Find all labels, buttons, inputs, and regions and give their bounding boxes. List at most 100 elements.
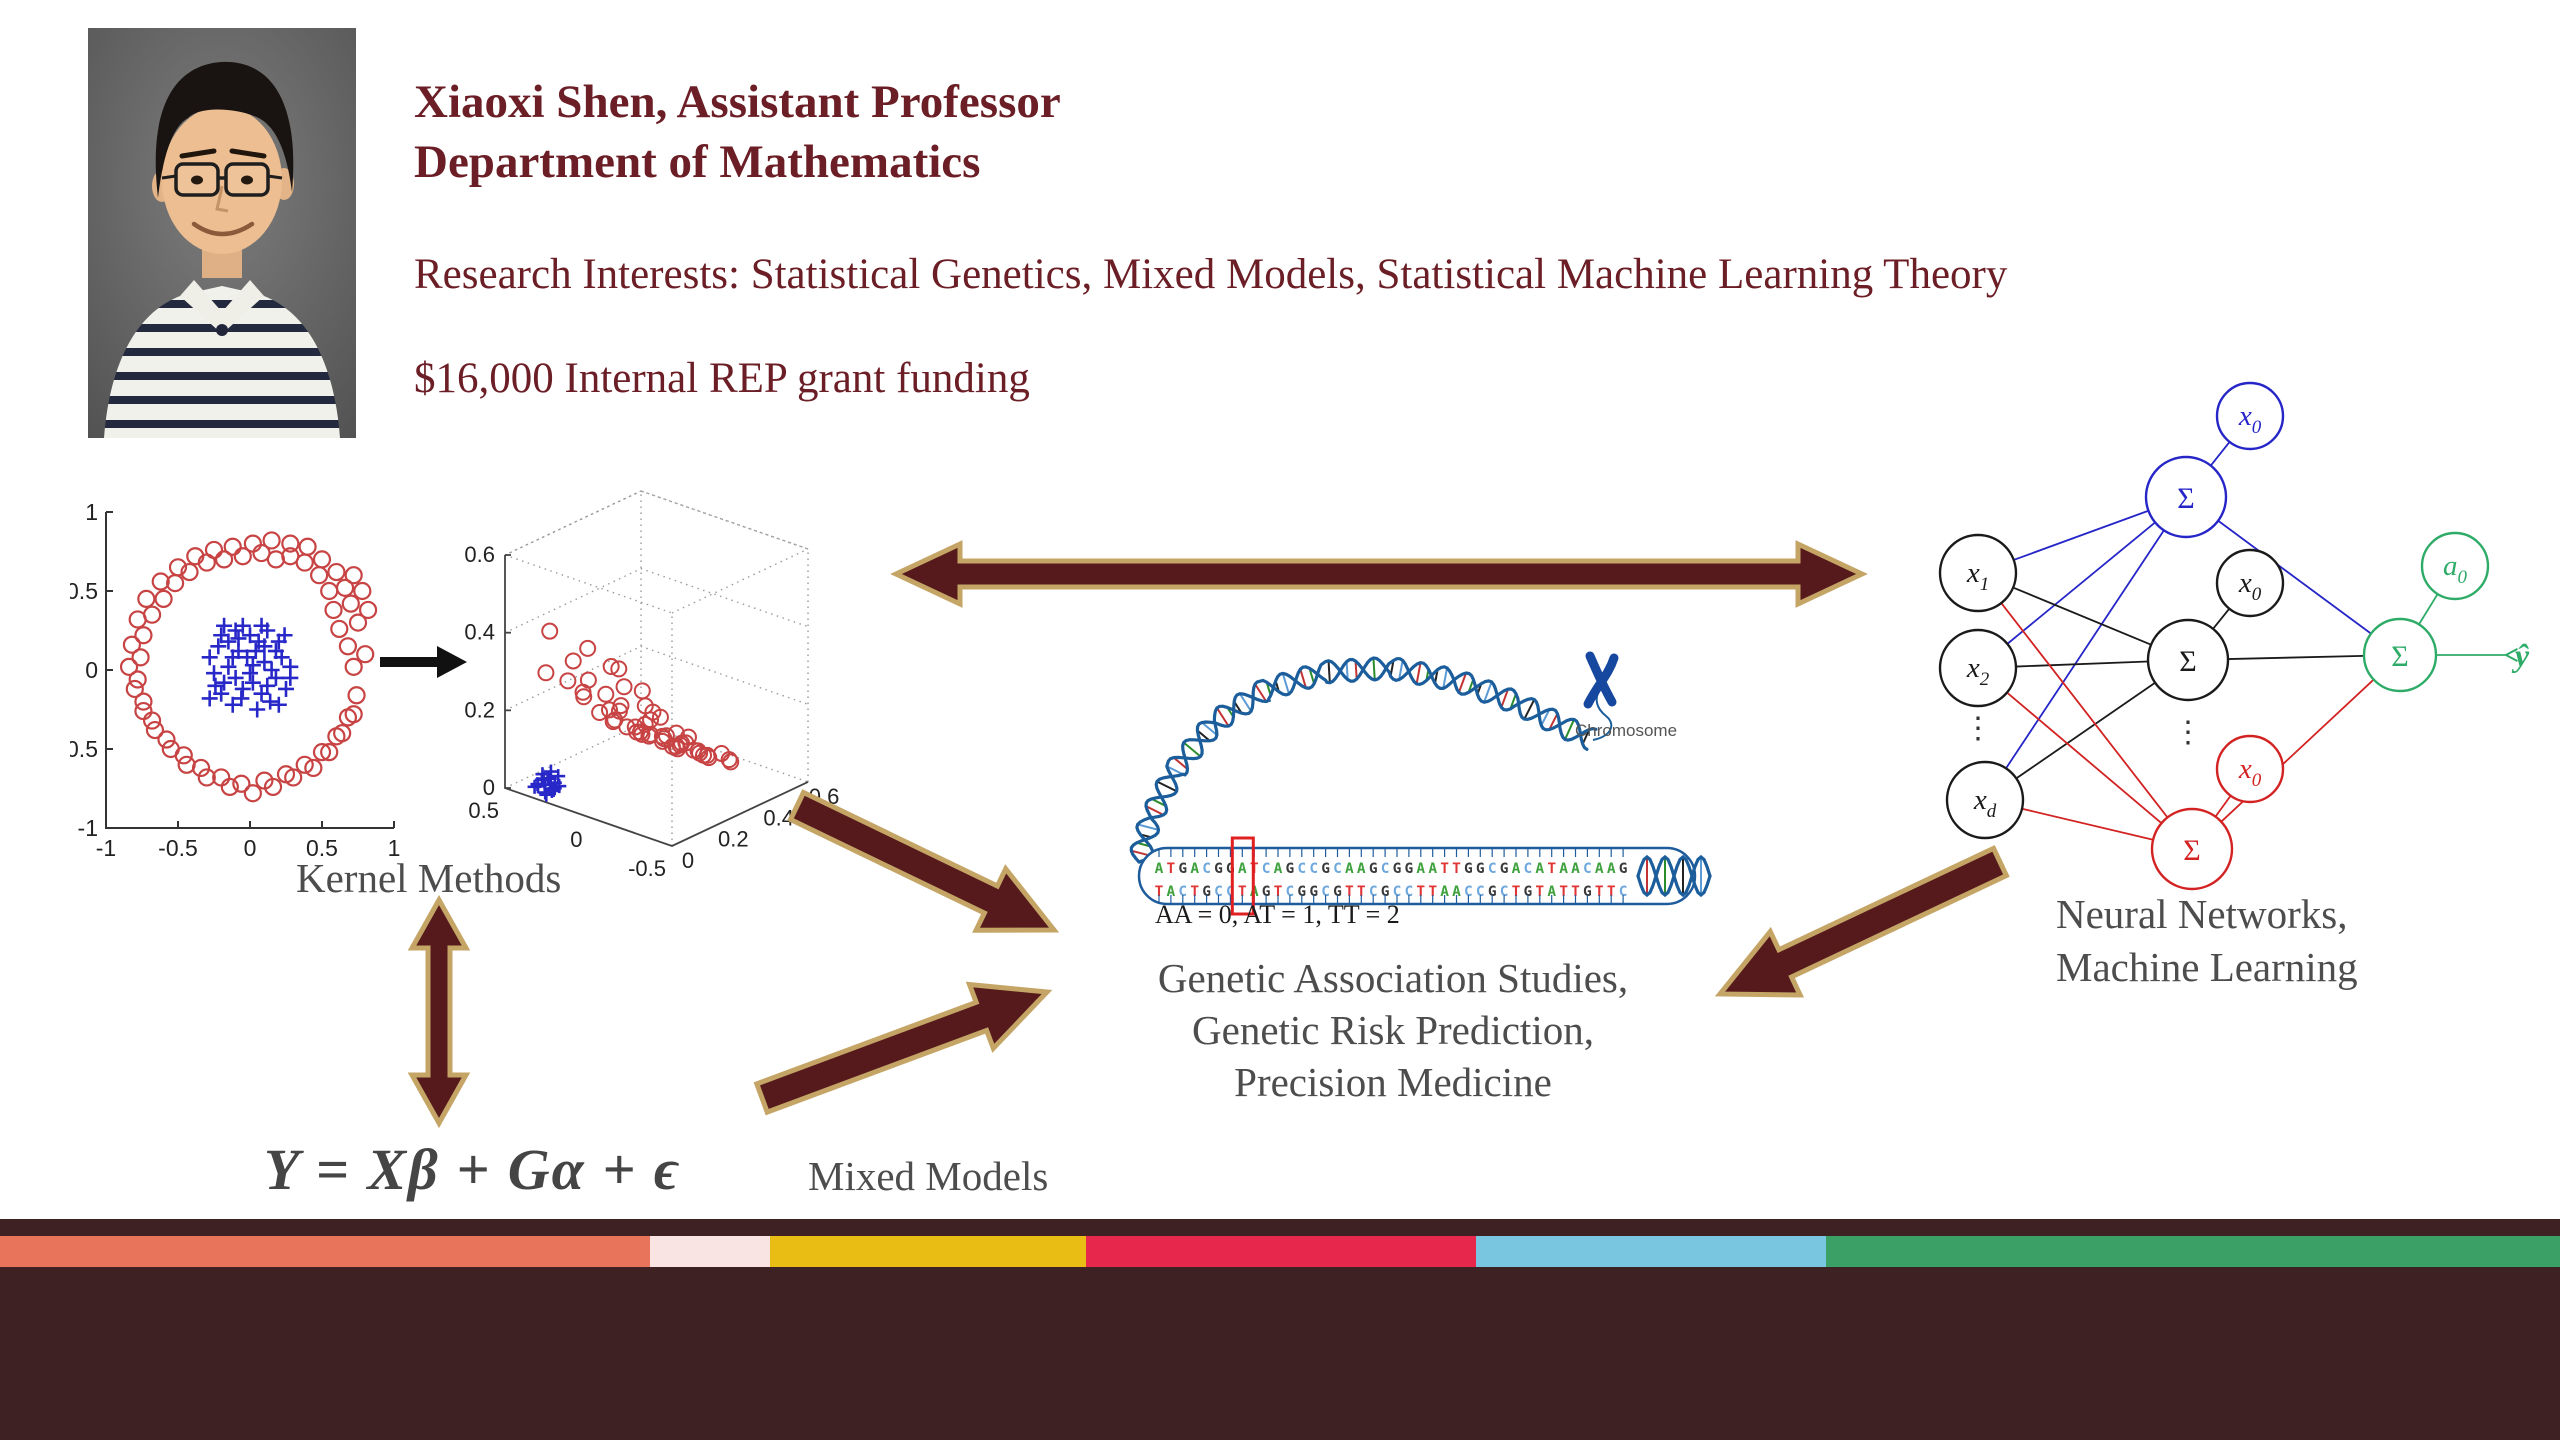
svg-text:A: A bbox=[1167, 884, 1176, 900]
svg-text:-1: -1 bbox=[96, 835, 116, 861]
double-arrow-kernel-nn bbox=[890, 540, 1870, 615]
svg-text:A: A bbox=[1559, 861, 1568, 877]
svg-text:T: T bbox=[1357, 884, 1366, 900]
svg-text:T: T bbox=[1571, 884, 1580, 900]
svg-text:C: C bbox=[1583, 861, 1592, 877]
svg-text:T: T bbox=[1428, 884, 1437, 900]
svg-text:C: C bbox=[1333, 861, 1342, 877]
svg-text:A: A bbox=[1238, 861, 1247, 877]
genetics-caption-line2: Genetic Risk Prediction, bbox=[1192, 1007, 1594, 1053]
svg-text:C: C bbox=[1488, 861, 1497, 877]
double-arrow-kernel-mixed bbox=[400, 894, 480, 1140]
nn-caption-line1: Neural Networks, bbox=[2056, 891, 2348, 937]
stripe-gold bbox=[770, 1236, 1086, 1267]
svg-text:A: A bbox=[1535, 861, 1544, 877]
svg-text:A: A bbox=[1571, 861, 1580, 877]
svg-text:T: T bbox=[1440, 861, 1449, 877]
node-hidden-sigma-blue: Σ bbox=[2144, 455, 2228, 539]
svg-text:G: G bbox=[1500, 861, 1509, 877]
svg-text:x0: x0 bbox=[2238, 567, 2262, 605]
node-bias-a0: a0 bbox=[2420, 531, 2490, 601]
svg-text:0.5: 0.5 bbox=[306, 835, 338, 861]
svg-text:-0.5: -0.5 bbox=[70, 736, 98, 762]
chromosome-icon bbox=[1583, 651, 1619, 709]
svg-text:A: A bbox=[1190, 861, 1199, 877]
svg-text:G: G bbox=[1286, 861, 1295, 877]
svg-text:A: A bbox=[1595, 861, 1604, 877]
grant-funding: $16,000 Internal REP grant funding bbox=[414, 355, 1030, 402]
svg-text:A: A bbox=[1452, 884, 1461, 900]
snp-highlight-box bbox=[1230, 836, 1255, 916]
svg-text:G: G bbox=[1381, 884, 1390, 900]
genetics-caption: Genetic Association Studies, Genetic Ris… bbox=[1043, 952, 1743, 1108]
svg-text:G: G bbox=[1405, 861, 1414, 877]
svg-text:0: 0 bbox=[682, 848, 694, 873]
svg-text:-0.5: -0.5 bbox=[628, 856, 666, 881]
svg-text:a0: a0 bbox=[2443, 550, 2468, 588]
arrow-mixed-to-genetics bbox=[740, 975, 1060, 1130]
svg-text:C: C bbox=[1393, 884, 1402, 900]
svg-text:G: G bbox=[1369, 861, 1378, 877]
kernel-methods-label: Kernel Methods bbox=[296, 855, 562, 901]
stripe-red bbox=[1086, 1236, 1476, 1267]
svg-text:T: T bbox=[1607, 884, 1616, 900]
node-bias-x0-red: x0 bbox=[2215, 734, 2285, 804]
svg-text:G: G bbox=[1524, 884, 1533, 900]
nn-caption: Neural Networks, Machine Learning bbox=[2056, 888, 2358, 994]
svg-text:C: C bbox=[1309, 861, 1318, 877]
genetics-caption-line1: Genetic Association Studies, bbox=[1157, 955, 1629, 1001]
svg-text:-0.5: -0.5 bbox=[158, 835, 198, 861]
svg-text:C: C bbox=[1476, 884, 1485, 900]
nn-caption-line2: Machine Learning bbox=[2056, 944, 2358, 990]
svg-text:0.5: 0.5 bbox=[468, 798, 499, 823]
svg-text:C: C bbox=[1286, 884, 1295, 900]
svg-text:T: T bbox=[1535, 884, 1544, 900]
svg-text:A: A bbox=[1512, 861, 1521, 877]
svg-text:G: G bbox=[1262, 884, 1271, 900]
svg-text:T: T bbox=[1274, 884, 1283, 900]
svg-text:A: A bbox=[1155, 861, 1164, 877]
svg-text:C: C bbox=[1464, 884, 1473, 900]
svg-text:A: A bbox=[1416, 861, 1425, 877]
svg-text:T: T bbox=[1416, 884, 1425, 900]
svg-text:G: G bbox=[1488, 884, 1497, 900]
stripe-green bbox=[1826, 1236, 2560, 1267]
svg-text:G: G bbox=[1321, 861, 1330, 877]
svg-text:0: 0 bbox=[570, 827, 582, 852]
mixed-model-equation: Y = Xβ + Gα + ϵ bbox=[264, 1137, 681, 1202]
svg-text:A: A bbox=[1428, 861, 1437, 877]
svg-text:C: C bbox=[1321, 884, 1330, 900]
stripe-pink bbox=[650, 1236, 770, 1267]
sequence-capsule bbox=[1137, 846, 1697, 906]
svg-text:x0: x0 bbox=[2238, 753, 2262, 791]
svg-text:0: 0 bbox=[85, 657, 98, 683]
sweater-emblem bbox=[216, 324, 228, 336]
svg-text:0: 0 bbox=[483, 775, 495, 800]
svg-text:T: T bbox=[1559, 884, 1568, 900]
svg-text:T: T bbox=[1167, 861, 1176, 877]
svg-text:Σ: Σ bbox=[2183, 834, 2200, 867]
svg-text:C: C bbox=[1381, 861, 1390, 877]
smile bbox=[191, 221, 255, 237]
footer-band: TEXAS STATE ® UNIVERSITY bbox=[0, 1219, 2560, 1440]
svg-text:-1: -1 bbox=[78, 815, 98, 841]
svg-text:C: C bbox=[1262, 861, 1271, 877]
svg-text:G: G bbox=[1393, 861, 1402, 877]
svg-text:T: T bbox=[1190, 884, 1199, 900]
svg-text:A: A bbox=[1440, 884, 1449, 900]
svg-text:C: C bbox=[1297, 861, 1306, 877]
svg-text:C: C bbox=[1369, 884, 1378, 900]
svg-text:T: T bbox=[1595, 884, 1604, 900]
genetics-caption-line3: Precision Medicine bbox=[1234, 1059, 1552, 1105]
svg-text:T: T bbox=[1547, 861, 1556, 877]
svg-text:C: C bbox=[1226, 884, 1235, 900]
kernel-2d-scatter-plot: 10.50-0.5-1-1-0.500.51 bbox=[58, 492, 430, 889]
svg-text:G: G bbox=[1202, 884, 1211, 900]
svg-text:x1: x1 bbox=[1966, 557, 1989, 595]
node-hidden-sigma-black: Σ bbox=[2146, 618, 2230, 702]
mapping-arrow-icon bbox=[375, 640, 475, 690]
research-interests: Research Interests: Statistical Genetics… bbox=[414, 251, 2008, 298]
arrow-kernel-to-genetics bbox=[780, 780, 1070, 950]
svg-text:C: C bbox=[1214, 884, 1223, 900]
